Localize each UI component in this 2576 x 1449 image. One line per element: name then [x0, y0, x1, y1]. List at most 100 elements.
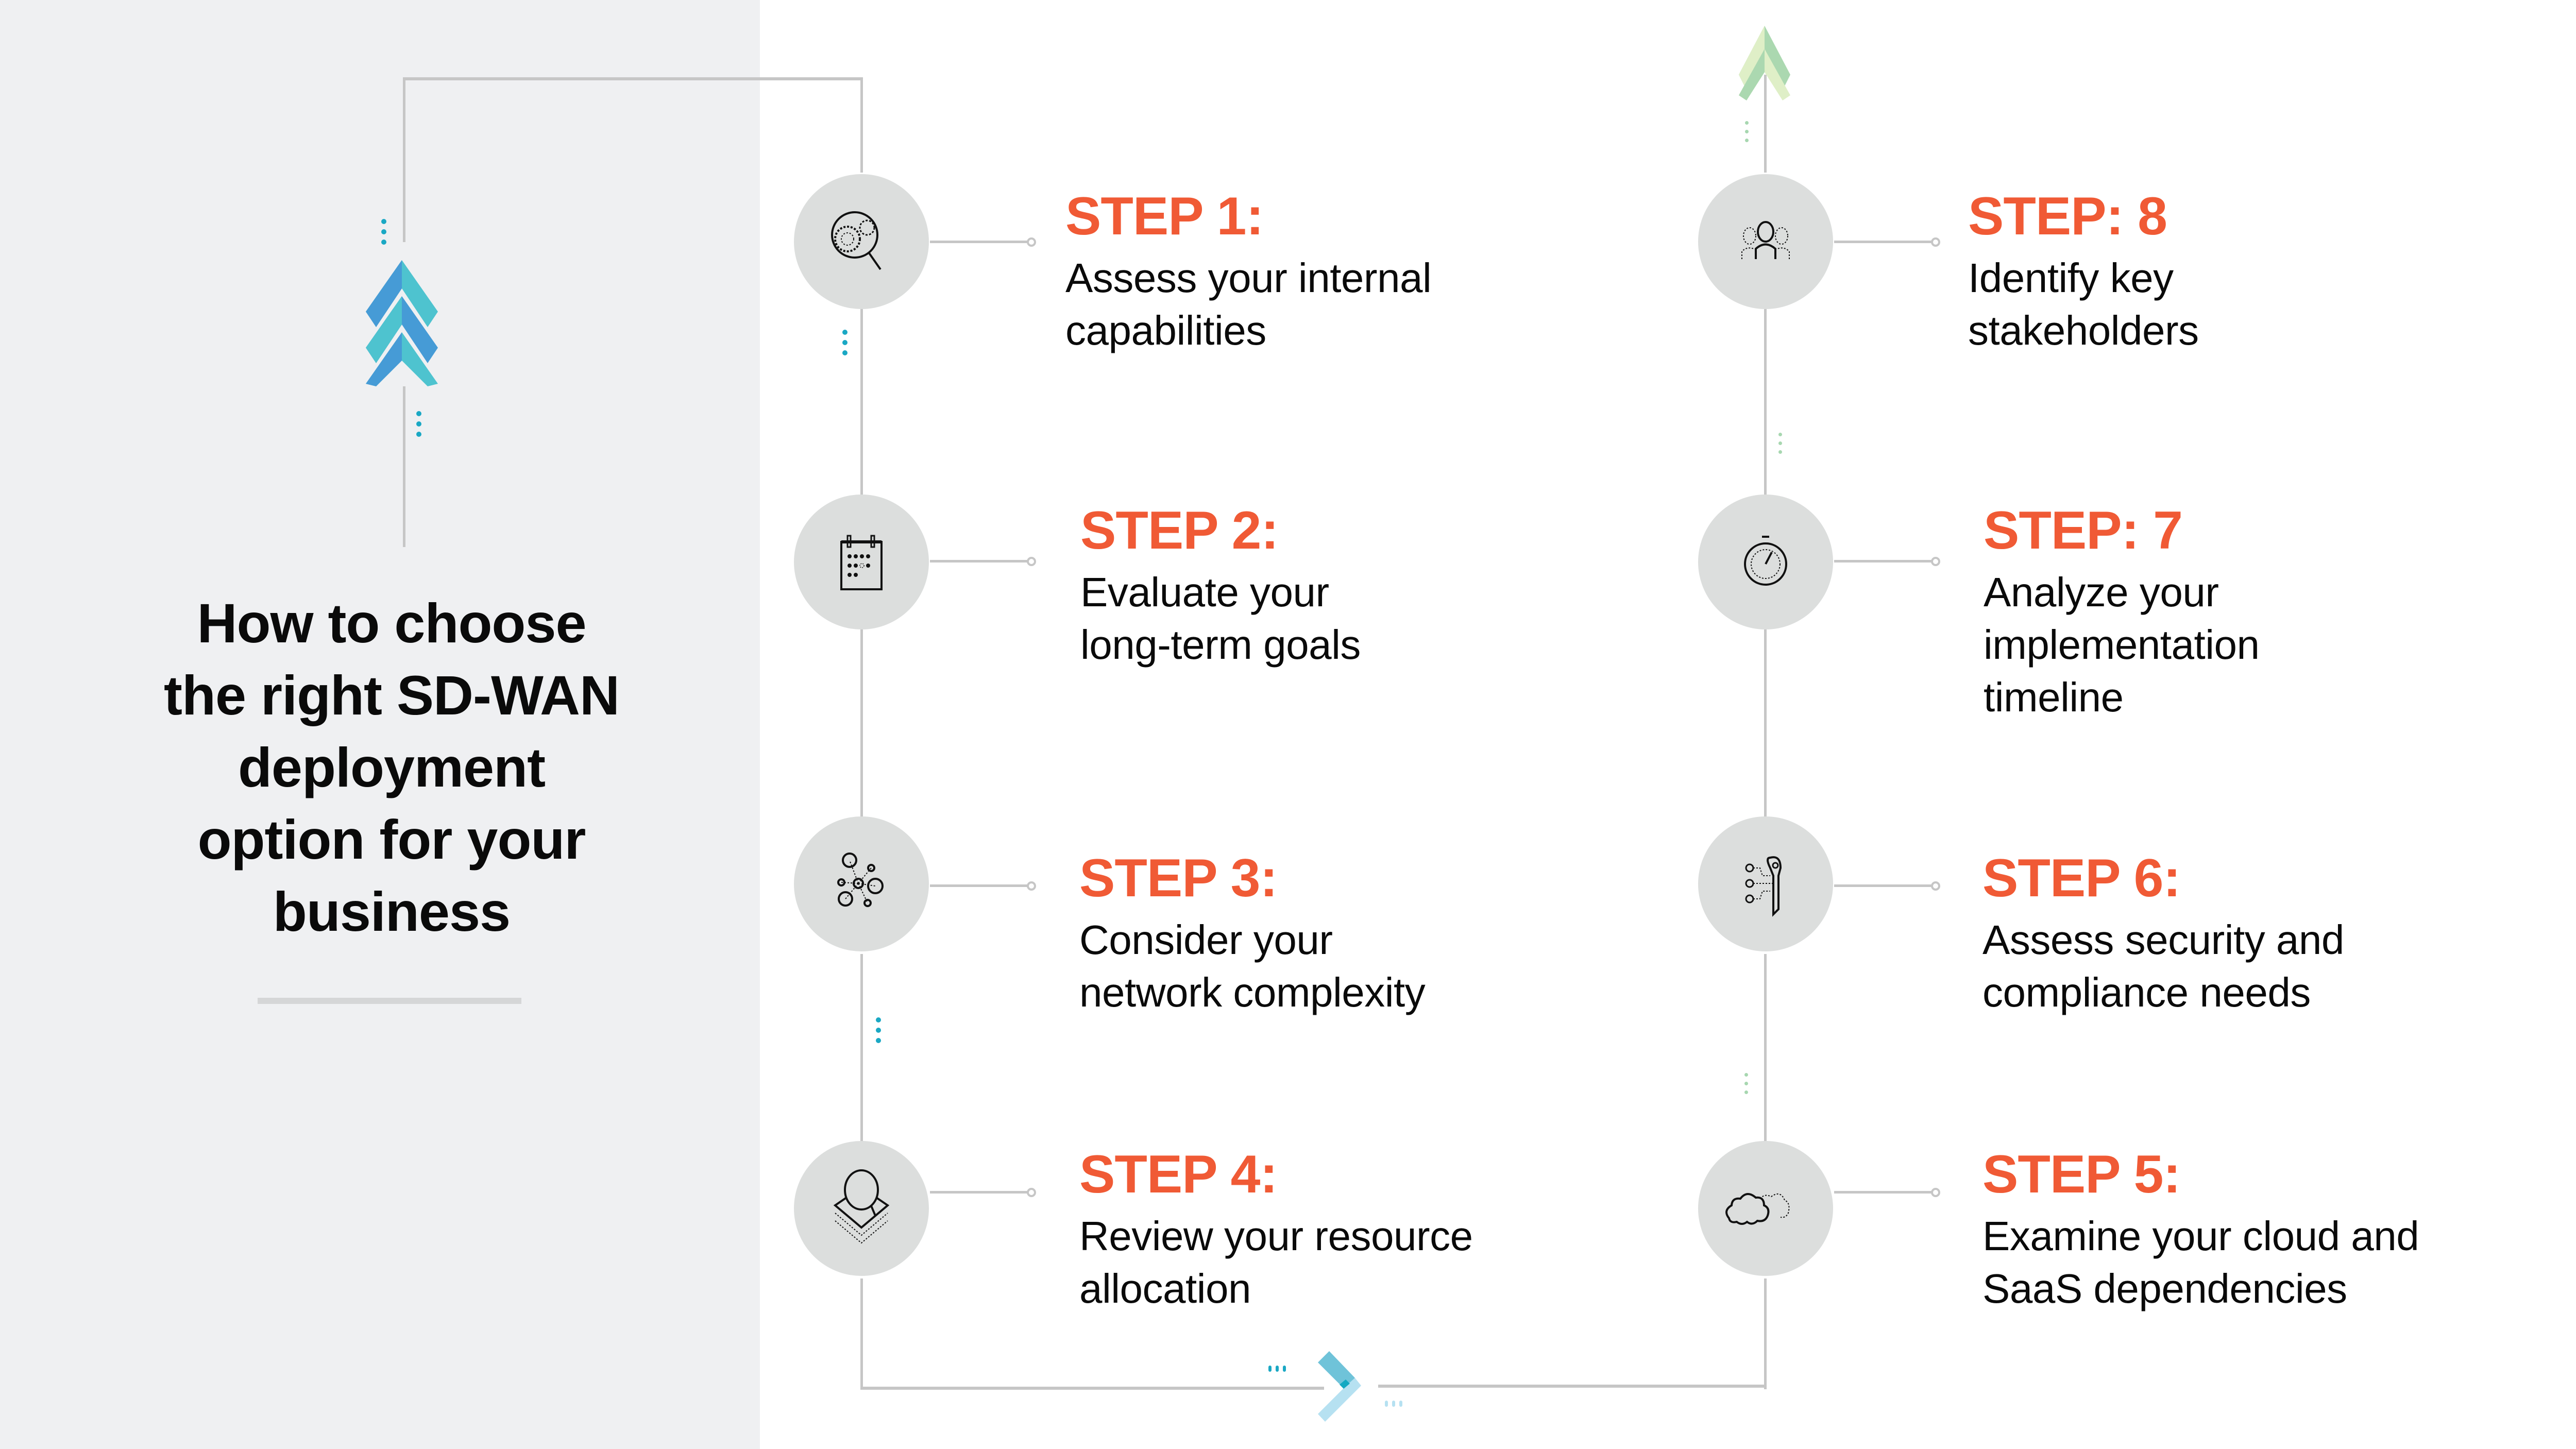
bracket-left-vertical-upper — [403, 77, 405, 242]
step-6-node — [1698, 816, 1833, 951]
step-2-label: STEP 2: — [1080, 501, 1279, 560]
step-3-node — [794, 816, 929, 951]
step-2-desc: Evaluate your long-term goals — [1080, 566, 1361, 671]
step-desc-line: Assess security and — [1982, 917, 2344, 963]
step-8-label: STEP: 8 — [1968, 186, 2167, 246]
step-5: STEP 5: Examine your cloud and SaaS depe… — [1982, 1146, 2419, 1315]
step-3-label: STEP 3: — [1079, 848, 1278, 908]
step-4-label: STEP 4: — [1079, 1145, 1278, 1204]
step-5-connector — [1834, 1191, 1932, 1194]
step-desc-line: SaaS dependencies — [1982, 1266, 2347, 1311]
people-group-icon — [1741, 221, 1790, 259]
step-3-connector — [930, 884, 1028, 887]
step-7-endpoint — [1931, 557, 1940, 566]
right-column-line-top — [1764, 75, 1767, 173]
left-title-panel — [0, 0, 760, 1449]
step-1: STEP 1: Assess your internal capabilitie… — [1065, 186, 1432, 357]
step-4-node — [794, 1141, 929, 1276]
teal-dots-bottom-left — [1268, 1365, 1290, 1372]
page-title: How to choose the right SD-WAN deploymen… — [82, 587, 701, 948]
right-column-line — [1764, 954, 1767, 1145]
step-6-label: STEP 6: — [1982, 848, 2181, 908]
step-4: STEP 4: Review your resource allocation — [1079, 1146, 1473, 1315]
step-8-desc: Identify key stakeholders — [1968, 252, 2199, 357]
step-desc-line: stakeholders — [1968, 308, 2199, 353]
resource-layers-icon — [833, 1169, 890, 1244]
green-dots — [1745, 121, 1750, 147]
left-column-line — [860, 954, 863, 1145]
step-5-node — [1698, 1141, 1833, 1276]
teal-dots — [842, 330, 848, 361]
step-6-desc: Assess security and compliance needs — [1982, 914, 2344, 1019]
step-6-connector — [1834, 884, 1932, 887]
step-8: STEP: 8 Identify key stakeholders — [1968, 188, 2199, 357]
step-1-connector — [930, 241, 1028, 243]
left-column-line — [860, 309, 863, 500]
stopwatch-icon — [1744, 536, 1787, 586]
step-6: STEP 6: Assess security and compliance n… — [1982, 850, 2344, 1019]
right-column-line — [1764, 629, 1767, 820]
step-desc-line: Identify key — [1968, 255, 2174, 301]
step-7-node — [1698, 495, 1833, 629]
step-7: STEP: 7 Analyze your implementation time… — [1984, 502, 2260, 724]
title-line: deployment — [238, 736, 546, 798]
teal-dots — [876, 1017, 881, 1048]
step-desc-line: timeline — [1984, 674, 2124, 720]
bracket-left-vertical-lower — [403, 386, 405, 547]
calendar-icon — [840, 535, 883, 590]
bracket-right-vertical — [860, 77, 863, 173]
left-column-line — [860, 629, 863, 820]
chevron-up-logo-icon — [366, 260, 438, 386]
teal-dots-upper — [381, 219, 386, 250]
key-checklist-icon — [1745, 856, 1782, 917]
step-desc-line: capabilities — [1065, 308, 1266, 353]
step-desc-line: Analyze your — [1984, 569, 2219, 615]
bottom-line-right — [1378, 1385, 1767, 1388]
step-desc-line: network complexity — [1079, 969, 1426, 1015]
step-8-node — [1698, 174, 1833, 309]
step-4-endpoint — [1027, 1188, 1036, 1197]
step-8-endpoint — [1931, 237, 1940, 247]
step-7-label: STEP: 7 — [1984, 501, 2183, 560]
bottom-line-left — [860, 1387, 1324, 1390]
step-desc-line: Consider your — [1079, 917, 1333, 963]
green-dots — [1778, 433, 1784, 459]
step-5-label: STEP 5: — [1982, 1145, 2181, 1204]
title-line: How to choose — [197, 592, 586, 654]
step-1-desc: Assess your internal capabilities — [1065, 252, 1432, 357]
step-8-connector — [1834, 241, 1932, 243]
step-desc-line: Examine your cloud and — [1982, 1213, 2419, 1259]
step-3: STEP 3: Consider your network complexity — [1079, 848, 1426, 1019]
step-desc-line: allocation — [1079, 1266, 1251, 1311]
magnifier-gears-icon — [831, 211, 882, 270]
step-desc-line: compliance needs — [1982, 969, 2311, 1015]
lightblue-dots-bottom-right — [1385, 1400, 1406, 1407]
step-5-endpoint — [1931, 1188, 1940, 1197]
title-line: business — [273, 880, 511, 943]
step-2: STEP 2: Evaluate your long-term goals — [1080, 502, 1361, 671]
step-3-endpoint — [1027, 881, 1036, 891]
step-desc-line: implementation — [1984, 622, 2260, 668]
cloud-icon — [1725, 1193, 1790, 1225]
step-2-connector — [930, 560, 1028, 562]
step-desc-line: Assess your internal — [1065, 255, 1432, 301]
step-1-label: STEP 1: — [1065, 186, 1264, 246]
step-4-desc: Review your resource allocation — [1079, 1210, 1473, 1315]
right-column-line — [1764, 309, 1767, 500]
title-underline — [258, 998, 521, 1004]
teal-dots-lower — [416, 411, 421, 442]
step-1-node — [794, 174, 929, 309]
step-7-connector — [1834, 560, 1932, 562]
step-7-desc: Analyze your implementation timeline — [1984, 566, 2260, 724]
top-bracket-horizontal-line — [403, 77, 863, 80]
step-4-connector — [930, 1191, 1028, 1194]
step-6-endpoint — [1931, 881, 1940, 891]
step-desc-line: Review your resource — [1079, 1213, 1473, 1259]
step-desc-line: long-term goals — [1080, 622, 1361, 668]
right-column-line — [1764, 1278, 1767, 1389]
chevron-right-arrow-icon — [1318, 1351, 1361, 1422]
title-line: option for your — [197, 808, 586, 871]
step-1-endpoint — [1027, 237, 1036, 247]
green-dots — [1744, 1073, 1750, 1099]
left-column-line — [860, 1278, 863, 1389]
